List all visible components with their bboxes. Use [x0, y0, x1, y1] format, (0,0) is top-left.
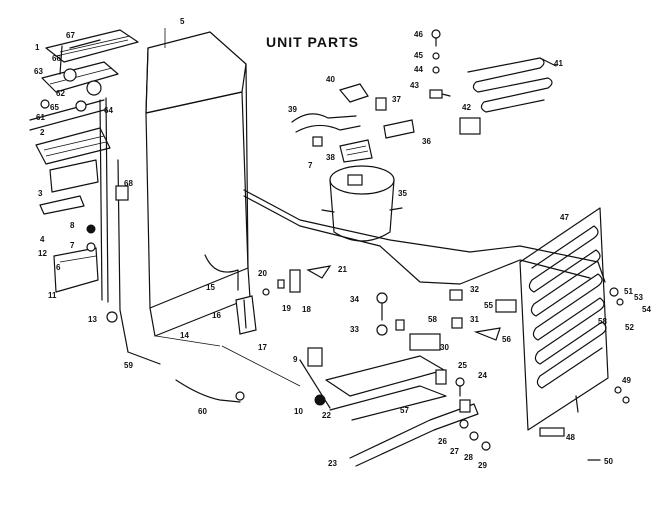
callout-28: 28	[464, 453, 473, 462]
callout-62: 62	[56, 89, 65, 98]
callout-27: 27	[450, 447, 459, 456]
callout-23: 23	[328, 459, 337, 468]
callout-53: 53	[634, 293, 643, 302]
callout-61: 61	[36, 113, 45, 122]
callout-37: 37	[392, 95, 401, 104]
callout-2: 2	[40, 128, 45, 137]
callout-66: 66	[52, 54, 61, 63]
callout-30: 30	[440, 343, 449, 352]
callout-57: 57	[400, 406, 409, 415]
callout-29: 29	[478, 461, 487, 470]
callout-16: 16	[212, 311, 221, 320]
callout-8: 8	[70, 221, 75, 230]
callout-35: 35	[398, 189, 407, 198]
callout-58: 58	[428, 315, 437, 324]
callout-14: 14	[180, 331, 189, 340]
callout-24: 24	[478, 371, 487, 380]
callout-13: 13	[88, 315, 97, 324]
callout-40: 40	[326, 75, 335, 84]
condenser-coil	[519, 207, 609, 437]
callout-54: 54	[642, 305, 651, 314]
callout-33: 33	[350, 325, 359, 334]
callout-7: 7	[70, 241, 75, 250]
callout-1: 1	[35, 43, 40, 52]
callout-51: 51	[624, 287, 633, 296]
callout-63: 63	[34, 67, 43, 76]
right-small-parts	[409, 287, 630, 461]
callout-9: 9	[293, 355, 298, 364]
callout-47: 47	[560, 213, 569, 222]
callout-34: 34	[350, 295, 359, 304]
callout-48: 48	[566, 433, 575, 442]
callout-44: 44	[414, 65, 423, 74]
callout-6: 6	[56, 263, 61, 272]
callout-39: 39	[288, 105, 297, 114]
callout-15: 15	[206, 283, 215, 292]
callout-43: 43	[410, 81, 419, 90]
callout-18: 18	[302, 305, 311, 314]
defrost-heater	[467, 57, 557, 113]
callout-36: 36	[422, 137, 431, 146]
compressor	[321, 165, 403, 242]
side-rack-assembly	[29, 29, 161, 365]
left-small-parts	[40, 39, 129, 323]
cabinet	[145, 28, 251, 337]
callout-45: 45	[414, 51, 423, 60]
callout-4: 4	[40, 235, 45, 244]
callout-20: 20	[258, 269, 267, 278]
callout-49: 49	[622, 376, 631, 385]
callout-60: 60	[198, 407, 207, 416]
callout-17: 17	[258, 343, 267, 352]
callout-5: 5	[180, 17, 185, 26]
callout-72-area: 7	[308, 161, 313, 170]
callout-46: 46	[414, 30, 423, 39]
callout-12: 12	[38, 249, 47, 258]
callout-25: 25	[458, 361, 467, 370]
callout-19: 19	[282, 304, 291, 313]
power-cord	[155, 335, 301, 403]
callout-labels: 1 2 3 4 5 6 7 8 9 10 11 12 13 14 15 16 1…	[34, 17, 651, 470]
callout-3: 3	[38, 189, 43, 198]
refrigerant-tubing	[243, 189, 606, 285]
center-lower-parts	[235, 265, 405, 406]
callout-52: 52	[625, 323, 634, 332]
upper-electrical-parts	[291, 29, 481, 163]
callout-55: 55	[484, 301, 493, 310]
callout-31: 31	[470, 315, 479, 324]
callout-67: 67	[66, 31, 75, 40]
callout-38: 38	[326, 153, 335, 162]
callout-10: 10	[294, 407, 303, 416]
callout-56: 56	[502, 335, 511, 344]
callout-41: 41	[554, 59, 563, 68]
callout-64: 64	[104, 106, 113, 115]
callout-65: 65	[50, 103, 59, 112]
callout-26: 26	[438, 437, 447, 446]
callout-59: 59	[124, 361, 133, 370]
callout-42: 42	[462, 103, 471, 112]
callout-50: 50	[604, 457, 613, 466]
callout-58b: 58	[598, 317, 607, 326]
base-rails	[299, 355, 491, 467]
callout-21: 21	[338, 265, 347, 274]
callout-32: 32	[470, 285, 479, 294]
callout-68: 68	[124, 179, 133, 188]
callout-22: 22	[322, 411, 331, 420]
diagram-title: UNIT PARTS	[266, 34, 359, 50]
callout-11: 11	[48, 291, 57, 300]
